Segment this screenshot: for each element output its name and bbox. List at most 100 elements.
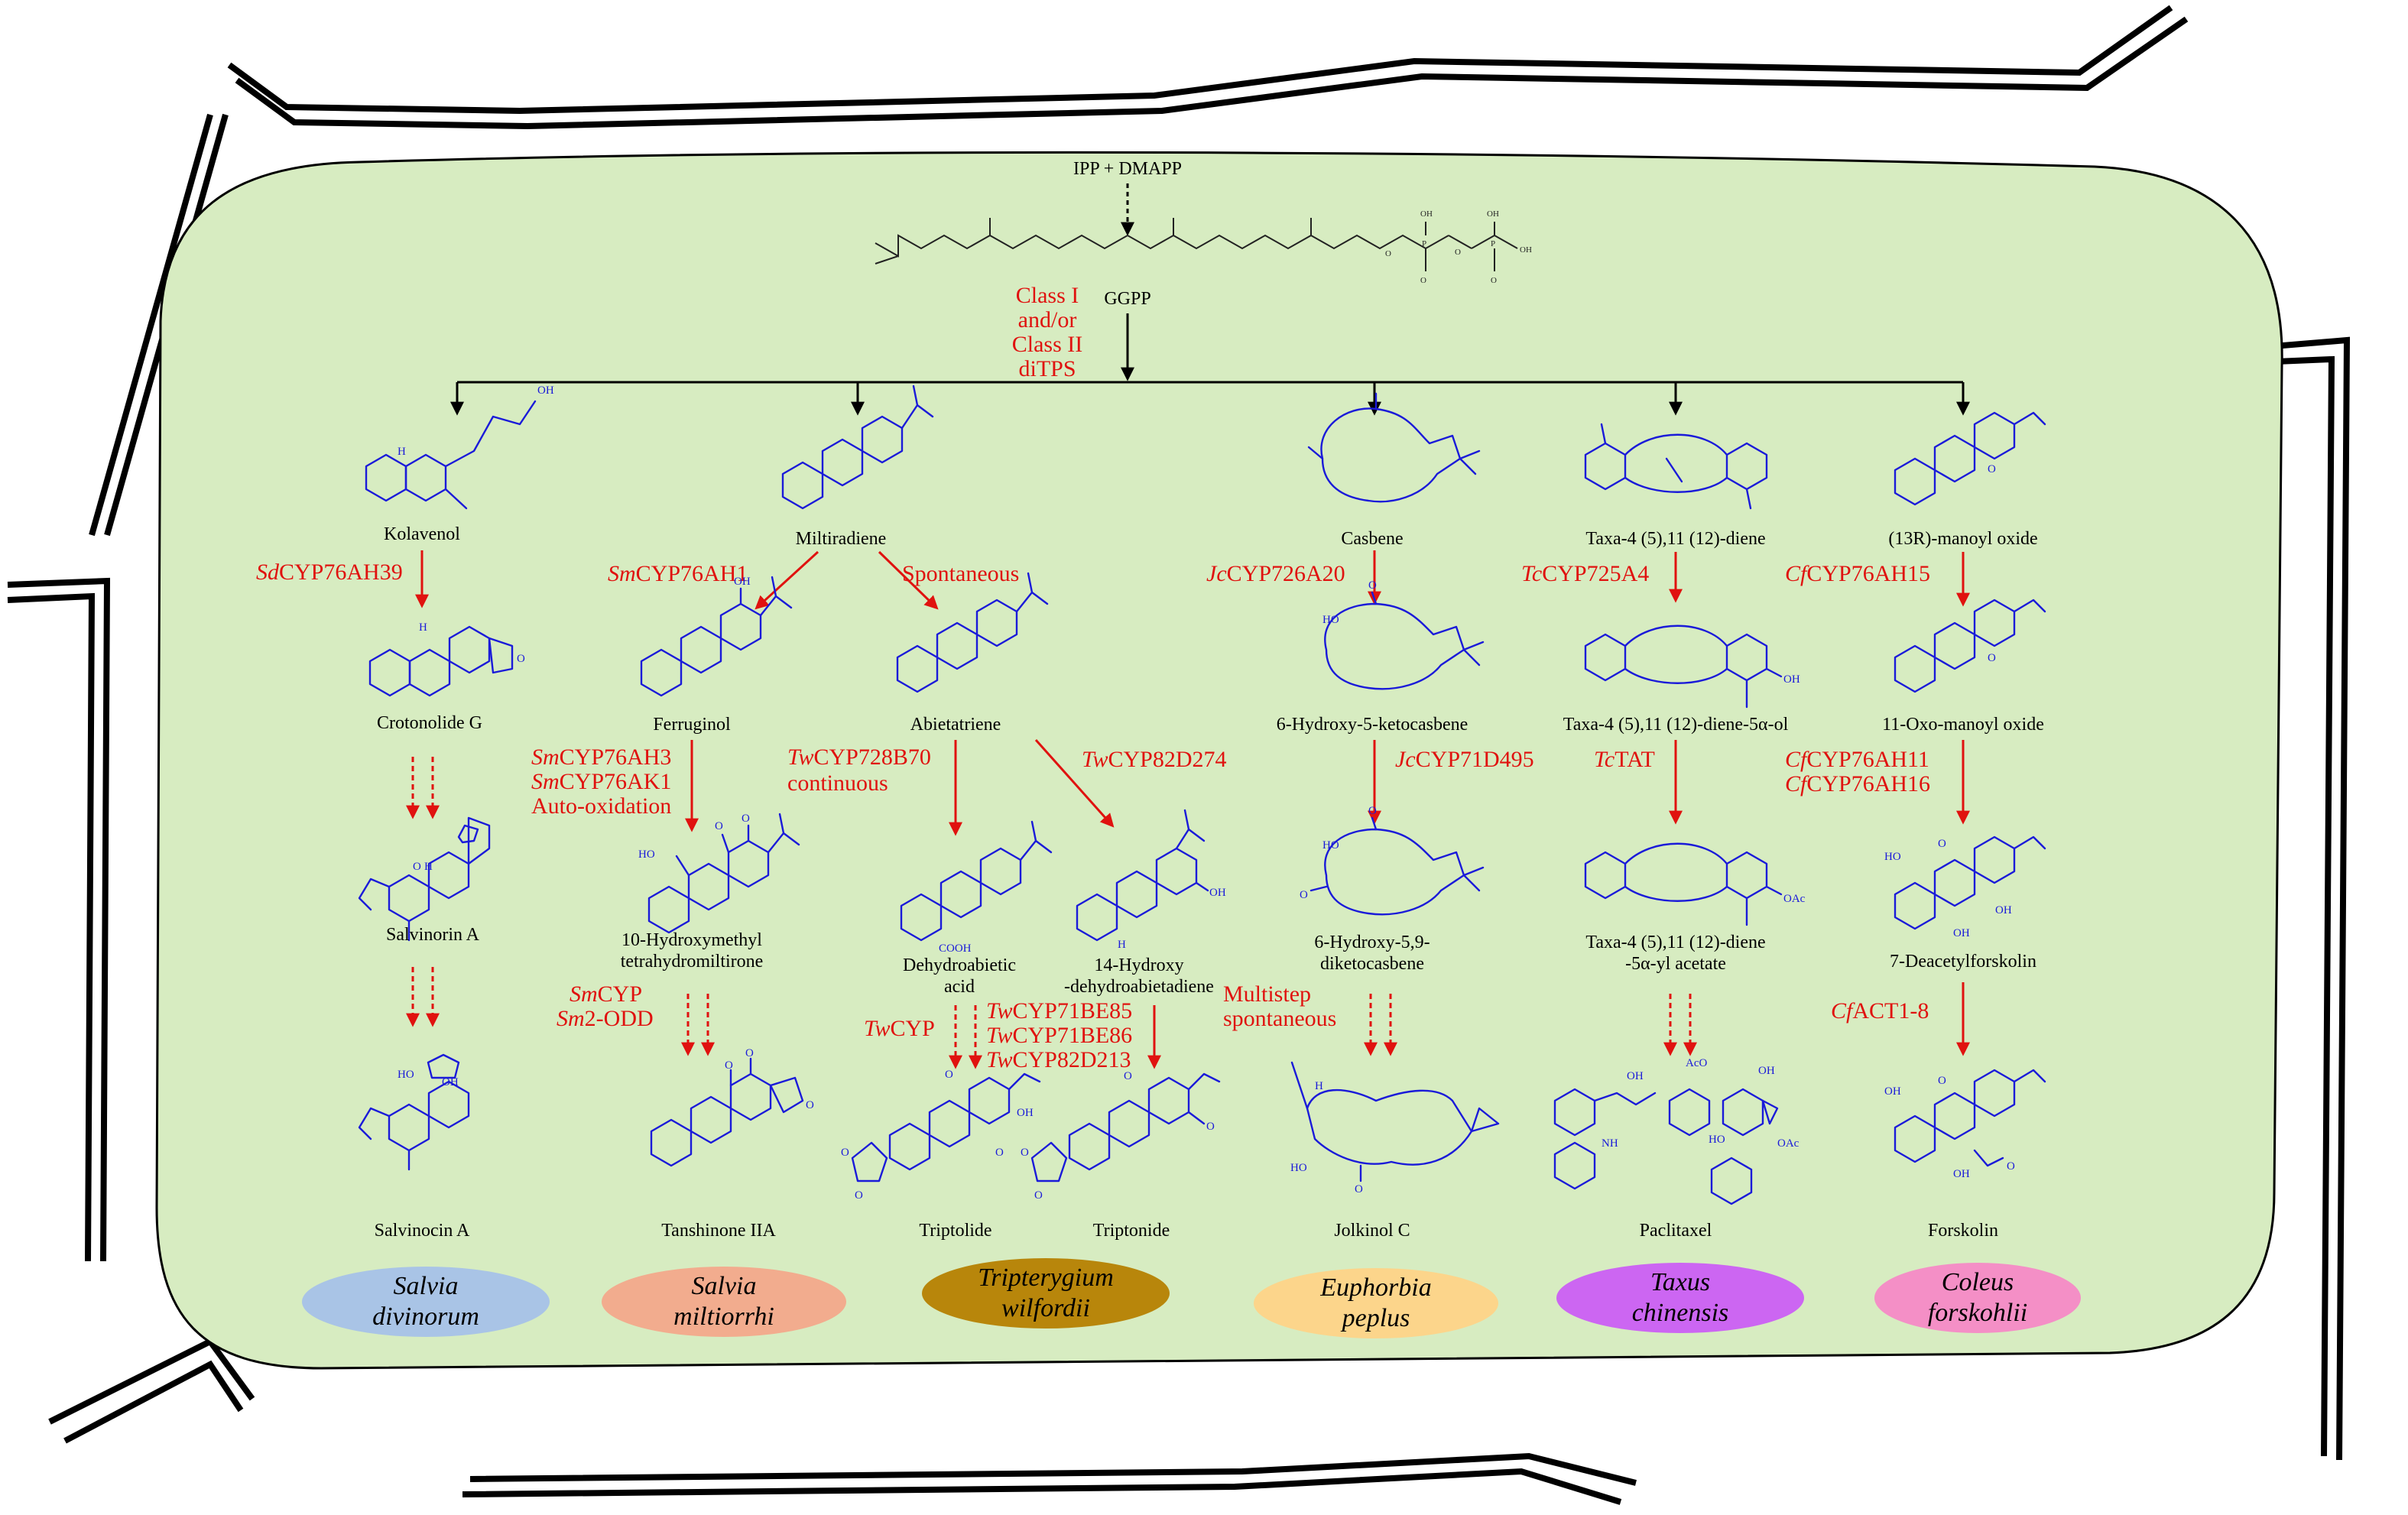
- svg-text:diTPS: diTPS: [1018, 356, 1076, 381]
- ditps-label: Class I and/or Class II diTPS: [1012, 283, 1083, 381]
- svg-text:O: O: [841, 1147, 849, 1159]
- svg-text:O: O: [2007, 1160, 2015, 1173]
- svg-text:OH: OH: [1627, 1070, 1644, 1082]
- crotonolide-structure: O H: [368, 621, 525, 697]
- ggpp-p2: P: [1491, 239, 1495, 248]
- ggpp-o4: O: [1491, 276, 1497, 285]
- kolavenol-label: Kolavenol: [384, 524, 460, 544]
- taxadienyl-acetate-label-1: Taxa-4 (5),11 (12)-diene: [1585, 933, 1765, 952]
- ggpp-oh1: OH: [1420, 209, 1433, 219]
- enzyme-spontaneous: Spontaneous: [902, 561, 1019, 586]
- column-euphorbia: Casbene JcCYP726A20 HO O 6-Hydroxy-5-ket…: [1206, 392, 1534, 1241]
- casbene-structure: [1307, 392, 1481, 503]
- svg-text:OH: OH: [1758, 1065, 1775, 1077]
- svg-text:O: O: [1021, 1147, 1029, 1159]
- cytoplasm: [155, 151, 2283, 1370]
- svg-text:Coleus: Coleus: [1942, 1268, 2014, 1296]
- dotted-arrows-5: [1364, 994, 1397, 1056]
- svg-text:TcCYP725A4: TcCYP725A4: [1521, 561, 1649, 586]
- svg-text:H: H: [1315, 1080, 1323, 1092]
- svg-text:O: O: [995, 1147, 1004, 1159]
- enzyme-twcyp82d274: TwCYP82D274: [1082, 747, 1227, 772]
- jolkinol-structure: H HO O: [1290, 1061, 1500, 1195]
- ggpp-o3: O: [1420, 276, 1426, 285]
- enzyme-multistep: Multistep spontaneous: [1223, 981, 1336, 1031]
- svg-text:O: O: [1368, 579, 1377, 592]
- hydroxymethyl-label-1: 10-Hydroxymethyl: [621, 930, 762, 950]
- dehydroabietic-structure: COOH: [900, 820, 1053, 955]
- svg-text:O: O: [742, 813, 750, 825]
- svg-text:continuous: continuous: [787, 770, 888, 796]
- svg-text:O: O: [1355, 1183, 1363, 1195]
- hydroxy-dehydro-label-1: 14-Hydroxy: [1094, 955, 1183, 975]
- svg-text:CfCYP76AH16: CfCYP76AH16: [1785, 771, 1930, 796]
- hydroxy-ketocasbene-structure: HO O: [1322, 579, 1485, 690]
- svg-text:O: O: [1300, 889, 1308, 901]
- column-salvia-divinorum: OH H Kolavenol SdCYP76AH39 O H Crotonoli…: [256, 384, 554, 1241]
- species-row: Salvia divinorum Salvia miltiorrhi Tript…: [302, 1258, 2081, 1338]
- diketocasbene-label-1: 6-Hydroxy-5,9-: [1314, 933, 1430, 952]
- dotted-arrows-6: [1663, 994, 1697, 1056]
- svg-text:HO: HO: [1322, 614, 1339, 626]
- hydroxymethyl-structure: HO O O: [638, 813, 800, 934]
- manoyl-oxide-label: (13R)-manoyl oxide: [1888, 529, 2037, 549]
- species-taxus-chinensis: Taxus chinensis: [1556, 1263, 1804, 1333]
- crotonolide-label: Crotonolide G: [377, 713, 482, 733]
- abietatriene-structure: [896, 572, 1049, 693]
- svg-text:Multistep: Multistep: [1223, 981, 1311, 1007]
- enzyme-cfact1-8: CfACT1-8: [1831, 998, 1929, 1024]
- ggpp-o1: O: [1385, 249, 1391, 258]
- svg-text:O: O: [945, 1069, 953, 1081]
- svg-text:H: H: [398, 446, 406, 458]
- svg-text:O: O: [1034, 1189, 1043, 1202]
- svg-text:SmCYP76AK1: SmCYP76AK1: [531, 769, 671, 794]
- svg-text:HO: HO: [398, 1069, 414, 1081]
- ipp-dmapp-label: IPP + DMAPP: [1073, 159, 1182, 179]
- salvinocin-structure: HO OH: [358, 1053, 470, 1171]
- svg-text:OH: OH: [1209, 887, 1226, 899]
- dotted-arrows-1: [406, 757, 440, 819]
- salvinorin-structure: O H: [358, 816, 491, 942]
- svg-text:SmCYP: SmCYP: [570, 981, 642, 1007]
- enzyme-tw-trio: TwCYP71BE85 TwCYP71BE86 TwCYP82D213: [986, 998, 1132, 1072]
- svg-text:NH: NH: [1602, 1137, 1618, 1150]
- enzyme-smcyp76ah1: SmCYP76AH1: [608, 561, 748, 586]
- svg-text:HO: HO: [1884, 851, 1901, 863]
- svg-text:TwCYP71BE85: TwCYP71BE85: [986, 998, 1132, 1024]
- enzyme-tctat: TcTAT: [1594, 747, 1655, 772]
- abietatriene-label: Abietatriene: [910, 715, 1001, 735]
- svg-text:Class I: Class I: [1016, 283, 1079, 308]
- svg-text:HO: HO: [1709, 1134, 1725, 1146]
- species-tripterygium-wilfordii: Tripterygium wilfordii: [922, 1258, 1170, 1328]
- svg-text:CfACT1-8: CfACT1-8: [1831, 998, 1929, 1024]
- svg-text:HO: HO: [1290, 1162, 1307, 1174]
- svg-text:O: O: [1938, 1075, 1946, 1087]
- svg-text:O: O: [1988, 652, 1996, 664]
- svg-text:OH: OH: [1783, 673, 1800, 686]
- forskolin-structure: OH O OH O: [1884, 1069, 2046, 1180]
- svg-text:wilfordii: wilfordii: [1001, 1294, 1090, 1322]
- casbene-label: Casbene: [1341, 529, 1403, 549]
- enzyme-smcyp76ah3-ak1: SmCYP76AH3 SmCYP76AK1 Auto-oxidation: [531, 745, 671, 819]
- deacetylforskolin-structure: HO O OH OH: [1884, 835, 2046, 939]
- svg-text:O: O: [1206, 1121, 1215, 1133]
- column-coleus: O (13R)-manoyl oxide CfCYP76AH15 O 11-Ox…: [1785, 411, 2046, 1241]
- species-euphorbia-peplus: Euphorbia peplus: [1254, 1268, 1498, 1338]
- dotted-arrows-2: [406, 967, 440, 1027]
- column-tripterygium: Abietatriene TwCYP728B70 continuous TwCY…: [787, 572, 1227, 1241]
- column-salvia-miltiorrhi: Miltiradiene SmCYP76AH1 Spontaneous OH F…: [531, 384, 1019, 1241]
- svg-text:Euphorbia: Euphorbia: [1319, 1273, 1431, 1302]
- ggpp-p1: P: [1422, 239, 1426, 248]
- svg-text:H: H: [1118, 939, 1126, 951]
- miltiradiene-label: Miltiradiene: [796, 529, 887, 549]
- svg-text:and/or: and/or: [1018, 307, 1077, 333]
- species-salvia-miltiorrhi: Salvia miltiorrhi: [602, 1267, 846, 1337]
- svg-text:OH: OH: [1884, 1085, 1901, 1098]
- svg-text:TcTAT: TcTAT: [1594, 747, 1655, 772]
- svg-text:H: H: [419, 621, 427, 634]
- dotted-arrows-4: [949, 1005, 982, 1069]
- ggpp-oh3: OH: [1520, 245, 1532, 255]
- ggpp-structure: O OH P O OH P OH O O: [875, 209, 1532, 285]
- triptolide-structure: O O OH O O: [841, 1069, 1041, 1202]
